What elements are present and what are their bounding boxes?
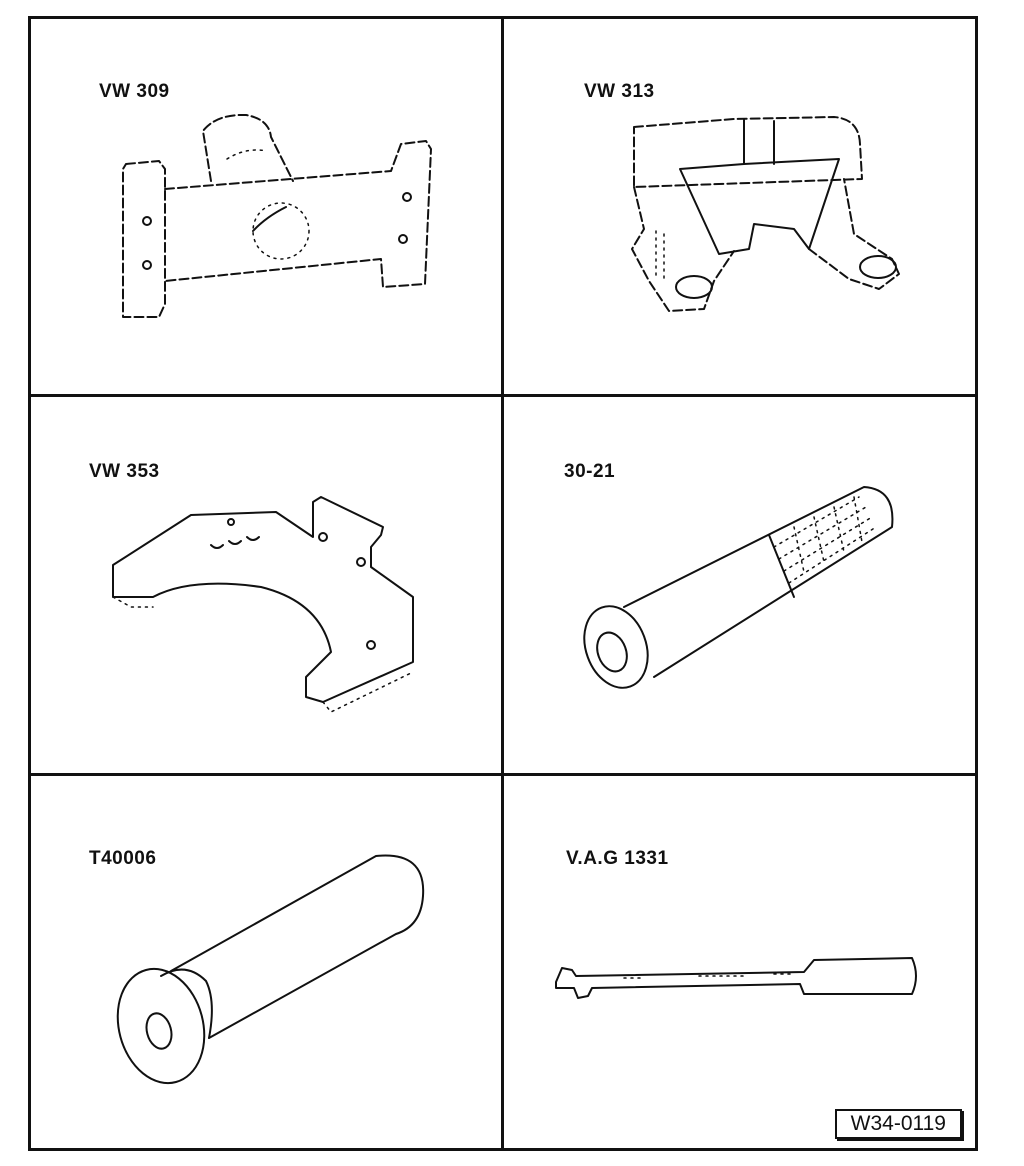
threaded-tool-illustration	[583, 486, 894, 689]
tool-label: T40006	[89, 848, 157, 869]
figure-reference: W34-0119	[834, 1109, 962, 1139]
tool-label: 30-21	[564, 461, 616, 482]
support-bracket-illustration	[631, 116, 900, 312]
row-divider-1	[31, 394, 975, 397]
sleeve-tool-illustration	[116, 854, 425, 1085]
tool-cell-vw-313: VW 313	[504, 19, 974, 394]
tool-label: V.A.G 1331	[566, 848, 669, 869]
tool-label: VW 353	[89, 461, 160, 482]
tool-cell-t40006: T40006	[31, 776, 501, 1151]
engine-support-illustration	[122, 113, 432, 318]
tool-cell-vw-309: VW 309	[31, 19, 501, 394]
tool-cell-vw-353: VW 353	[31, 397, 501, 772]
tool-label: VW 309	[99, 81, 170, 102]
tool-sheet: VW 309 VW 313 VW 353	[28, 16, 978, 1151]
row-divider-2	[31, 773, 975, 776]
torque-wrench-illustration	[555, 957, 917, 999]
adapter-plate-illustration	[112, 496, 414, 713]
column-divider	[501, 19, 504, 1148]
tool-cell-30-21: 30-21	[504, 397, 974, 772]
tool-label: VW 313	[584, 81, 655, 102]
tool-cell-vag-1331: V.A.G 1331 W34-0119	[504, 776, 974, 1151]
